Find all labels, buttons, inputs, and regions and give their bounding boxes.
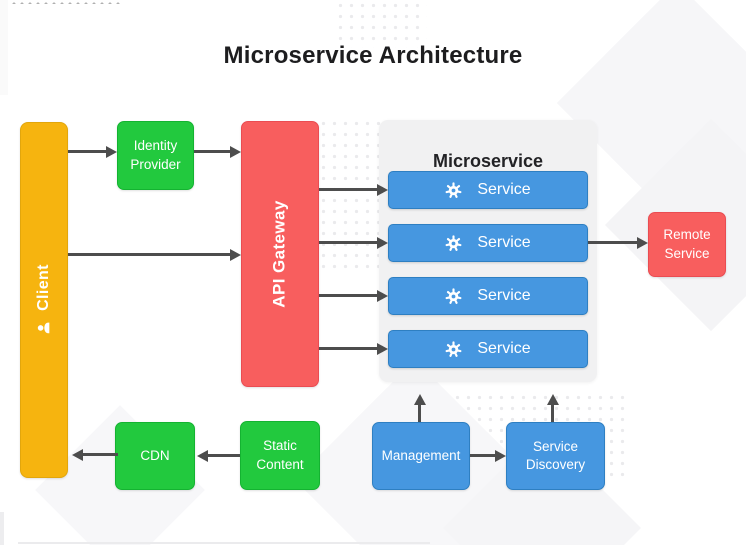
arrow-cdn-to-client [83, 453, 118, 456]
node-identity-provider: Identity Provider [117, 121, 194, 190]
background-decoration [18, 542, 430, 544]
arrow-management-to-microservice [418, 405, 421, 422]
node-label: Remote Service [663, 227, 711, 261]
node-label: Client [35, 264, 53, 311]
person-icon [36, 320, 52, 336]
node-service-3: Service [388, 277, 588, 315]
background-decoration [0, 512, 4, 545]
arrow-management-to-service-discovery [470, 454, 495, 457]
node-client: Client [20, 122, 68, 478]
node-label: Service Discovery [525, 438, 586, 472]
background-decoration [10, 0, 122, 4]
group-title: Microservice [432, 151, 544, 171]
node-label: API Gateway [270, 200, 290, 308]
arrow-identity-provider-to-api-gateway [194, 150, 230, 153]
node-service-1: Service [388, 171, 588, 209]
gear-icon [445, 181, 462, 199]
node-service-discovery: Service Discovery [506, 422, 605, 490]
arrow-service-discovery-to-microservice [551, 405, 554, 422]
arrow-client-to-api-gateway [68, 253, 230, 256]
node-service-2: Service [388, 224, 588, 262]
node-label: Service [477, 234, 531, 251]
arrow-api-gateway-to-service-1 [319, 188, 377, 191]
page-title: Microservice Architecture [223, 42, 523, 69]
arrow-api-gateway-to-service-2 [319, 241, 377, 244]
node-static-content: Static Content [240, 421, 320, 490]
arrow-static-content-to-cdn [208, 454, 240, 457]
node-label: Management [381, 447, 461, 463]
node-label: Identity Provider [130, 138, 181, 172]
node-service-4: Service [388, 330, 588, 368]
node-remote-service: Remote Service [648, 212, 726, 277]
arrow-api-gateway-to-service-4 [319, 347, 377, 350]
node-label: Service [477, 287, 531, 304]
gear-icon [445, 234, 462, 252]
node-api-gateway: API Gateway [241, 121, 319, 387]
background-decoration [335, 0, 427, 48]
arrow-client-to-identity-provider [68, 150, 106, 153]
node-label: CDN [140, 447, 170, 463]
arrow-api-gateway-to-service-3 [319, 294, 377, 297]
gear-icon [445, 287, 462, 305]
node-management: Management [372, 422, 470, 490]
node-label: Service [477, 181, 531, 198]
arrow-service-2-to-remote-service [588, 241, 637, 244]
node-cdn: CDN [115, 422, 195, 490]
node-label: Service [477, 340, 531, 357]
microservice-group: Microservice Servic [379, 120, 597, 382]
gear-icon [445, 340, 462, 358]
node-label: Static Content [256, 438, 304, 472]
